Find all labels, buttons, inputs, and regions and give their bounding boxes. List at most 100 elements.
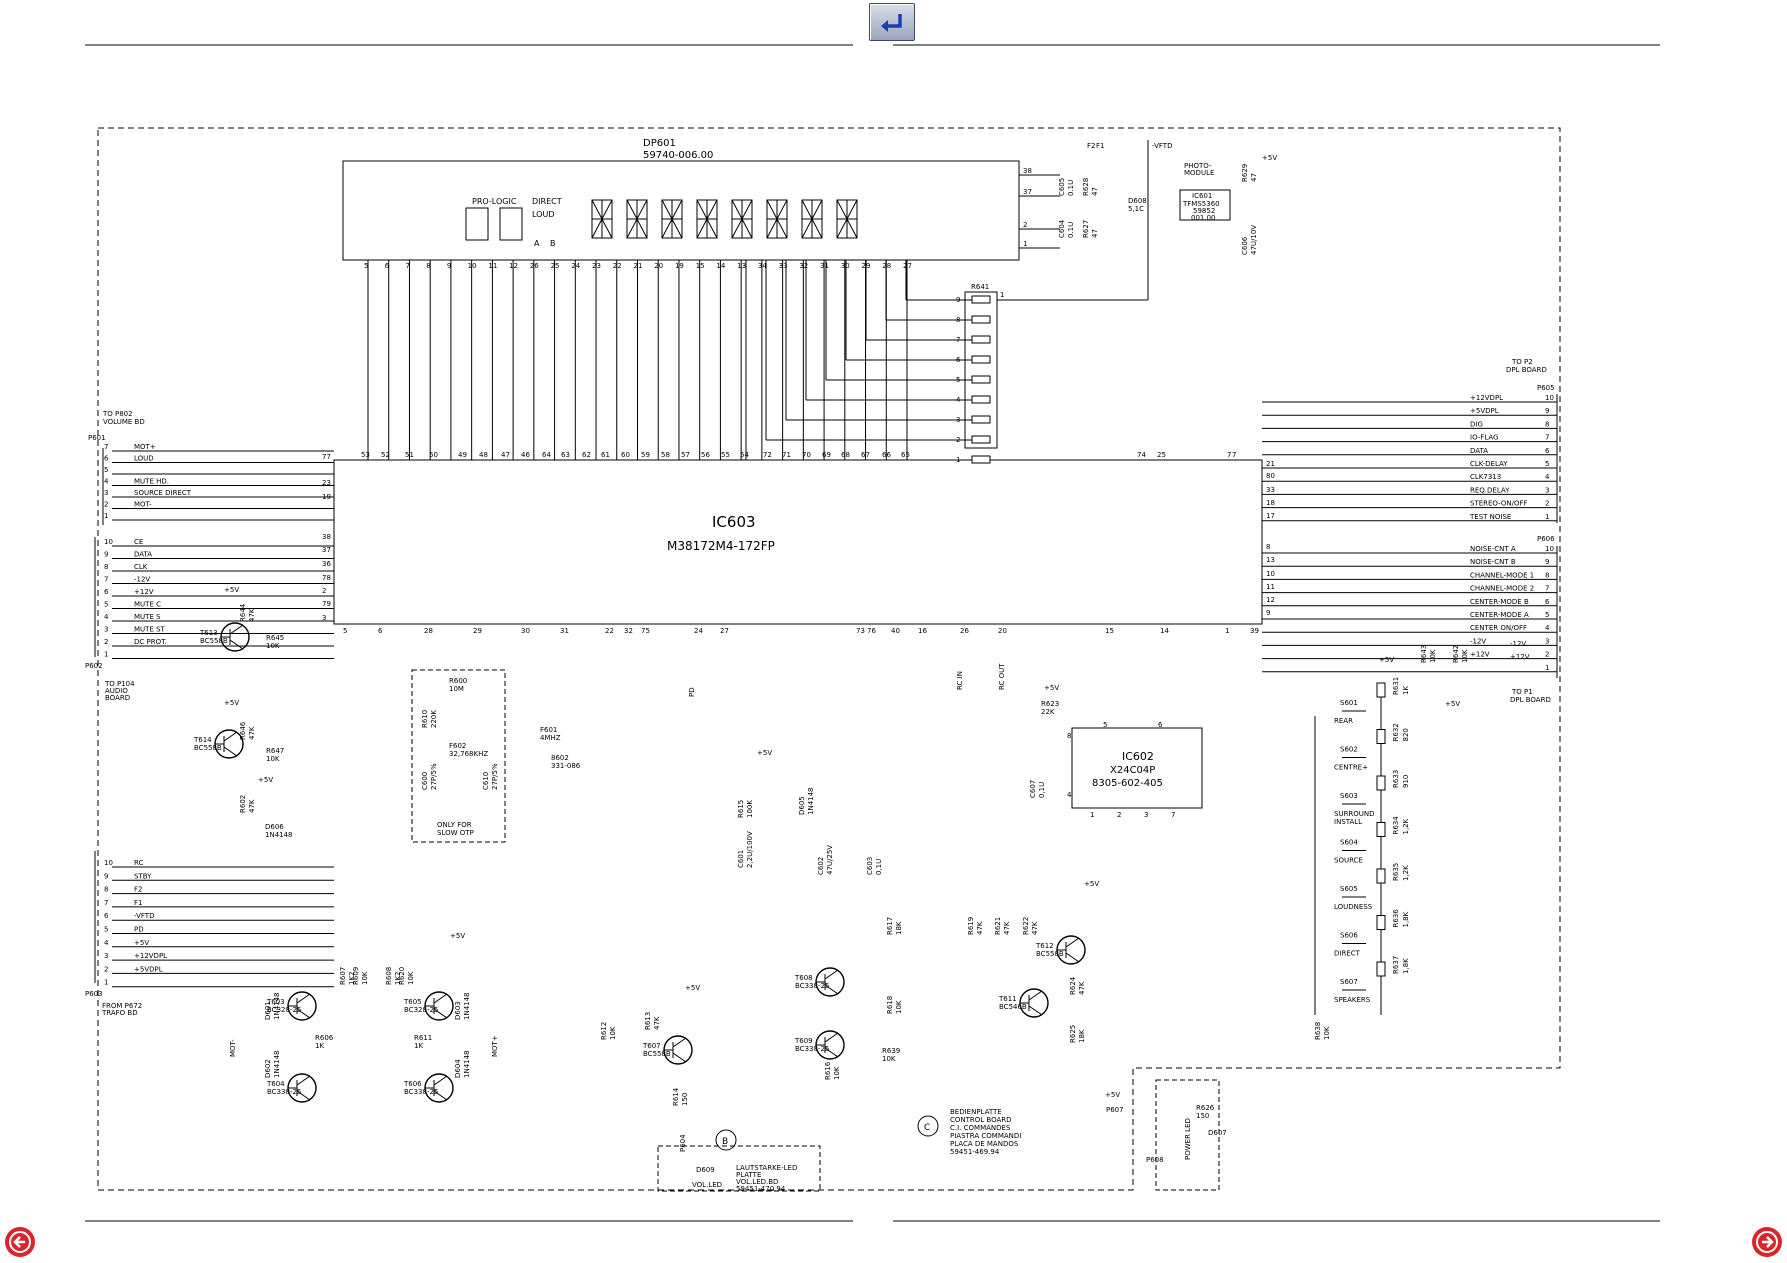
r606-value: 1K [315,1042,324,1050]
c601-value: 2,2U/100V [746,831,754,868]
circle-b-label: B [722,1137,728,1147]
t608-transistor-emitter [824,984,839,995]
ic603-top-pin-number: 71 [782,451,791,459]
ic603-left-pin-number: 79 [322,600,331,608]
switch-resistor-ref: R635 [1392,863,1400,881]
p603-pin-number: 6 [104,912,109,920]
ic603-top-pin-number: 68 [841,451,850,459]
p605-pin-number: 4 [1545,473,1550,481]
r647-ref: R647 [266,747,284,755]
r646-ref: R646 [239,721,247,740]
t604-transistor-emitter [296,1090,311,1101]
t613-type: BC558B [200,637,228,645]
ic603-top-pin-number: 64 [542,451,551,459]
ic603-bottom-pin-number: 16 [918,627,927,635]
ic603-right-top-pin: 7 [1232,451,1236,459]
r602-ref: R602 [239,795,247,813]
ic603-top-pin-number: 60 [621,451,630,459]
d604-value: 1N4148 [463,1050,471,1078]
ic603-top-pin-number: 67 [861,451,870,459]
t603-ref: T603 [266,998,285,1006]
ic602-pin-number: 6 [1158,721,1163,729]
ic603-top-pin-number: 58 [661,451,670,459]
control-board-label: PLACA DE MANDOS [950,1140,1019,1148]
ic602-pin-number: 1 [1090,811,1094,819]
d604-ref: D604 [454,1059,462,1078]
p5v-label: +5V [1262,154,1277,162]
r641-element [971,315,991,324]
r629-value: 47 [1250,173,1258,182]
switch-label: SPEAKERS [1334,996,1371,1004]
d602-value: 1N4148 [273,1050,281,1078]
ic603-bottom-pin-number: 24 [694,627,703,635]
switch-ref: S603 [1340,792,1358,800]
ic603-right-pin-number: 11 [1266,583,1275,591]
ic603-bottom-pin-number: 14 [1160,627,1169,635]
f602-value: 32,768KHZ [449,750,488,758]
p605-pin-number: 7 [1545,434,1549,442]
switch-resistor [1376,775,1386,791]
t608-transistor-collector [824,969,839,980]
r607-value: 1K2 [348,972,356,986]
r613-value: 47K [653,1016,661,1030]
back-button[interactable] [869,3,915,41]
switch-resistor-value: 1,2K [1402,865,1410,881]
switch-resistor-value: 1,8K [1402,958,1410,974]
led-board-label: VOL.LED.BD [736,1178,778,1186]
t612-transistor-emitter [1065,952,1080,963]
p5v-label: +5V [450,932,465,940]
r615-ref: R615 [737,800,745,818]
switch-resistor-value: 820 [1402,728,1410,741]
d606-value: 1N4148 [265,831,293,839]
display-part: 59740-006.00 [643,150,713,161]
otp-label: ONLY FOR [437,821,472,829]
a-label: A [534,239,540,248]
r613-ref: R613 [644,1012,652,1030]
t612-type: BC558B [1036,950,1064,958]
c610-ref: C610 [482,772,490,790]
p605-signal-label: CLK7313 [1470,473,1501,481]
ic603-top-pin-number: 52 [381,451,390,459]
p605-signal-label: TEST NOISE [1469,513,1511,521]
t606-transistor-collector [433,1075,448,1086]
c604-ref: C604 [1058,219,1066,238]
t611-transistor-emitter [1028,1005,1043,1016]
prev-page-button[interactable] [5,1227,35,1257]
r618-ref: R618 [886,996,894,1014]
switch-label: LOUDNESS [1334,903,1373,911]
p601-pin-number: 7 [104,443,108,451]
p5v-label: +5V [1445,700,1460,708]
p601-pin-number: 6 [104,455,109,463]
p603-from: FROM P672 [102,1002,142,1010]
t604-type: BC338-25 [267,1088,301,1096]
p602-pin-number: 9 [104,551,108,559]
ic603-top-pin-number: 70 [802,451,811,459]
p606-signal-label: CENTER-MODE A [1470,611,1529,619]
control-board-label: BEDIENPLATTE [950,1108,1002,1116]
r615-value: 100K [746,800,754,818]
r622-value: 47K [1031,921,1039,935]
switch-resistor-ref: R631 [1392,677,1400,695]
p601-pin-number: 1 [104,512,108,520]
display-ref: DP601 [643,138,676,149]
p603-pin-number: 8 [104,886,108,894]
ic603-top-pin-number: 74 [1137,451,1146,459]
r642-ref: R642 [1452,645,1460,663]
control-board-label: PIASTRA COMMANDI [950,1132,1021,1140]
ic602-pin-number: 8 [1067,732,1071,740]
switch-resistor-ref: R637 [1392,956,1400,974]
p605-pin-number: 2 [1545,500,1549,508]
p605-pin-number: 3 [1545,486,1549,494]
next-page-button[interactable] [1752,1227,1782,1257]
r606-ref: R606 [315,1034,334,1042]
p603-signal-label: F1 [134,899,142,907]
t609-transistor-emitter [824,1047,839,1058]
p606-pin-number: 6 [1545,598,1550,606]
switch-resistor-ref: R636 [1392,909,1400,928]
direct-label: DIRECT [532,197,562,206]
display-pin-number: 34 [758,262,767,270]
switch-resistor [1376,961,1386,977]
t605-ref: T605 [403,998,422,1006]
p606-signal-label: CENTER-MODE B [1470,598,1529,606]
p603-from2: TRAFO BD [101,1009,138,1017]
